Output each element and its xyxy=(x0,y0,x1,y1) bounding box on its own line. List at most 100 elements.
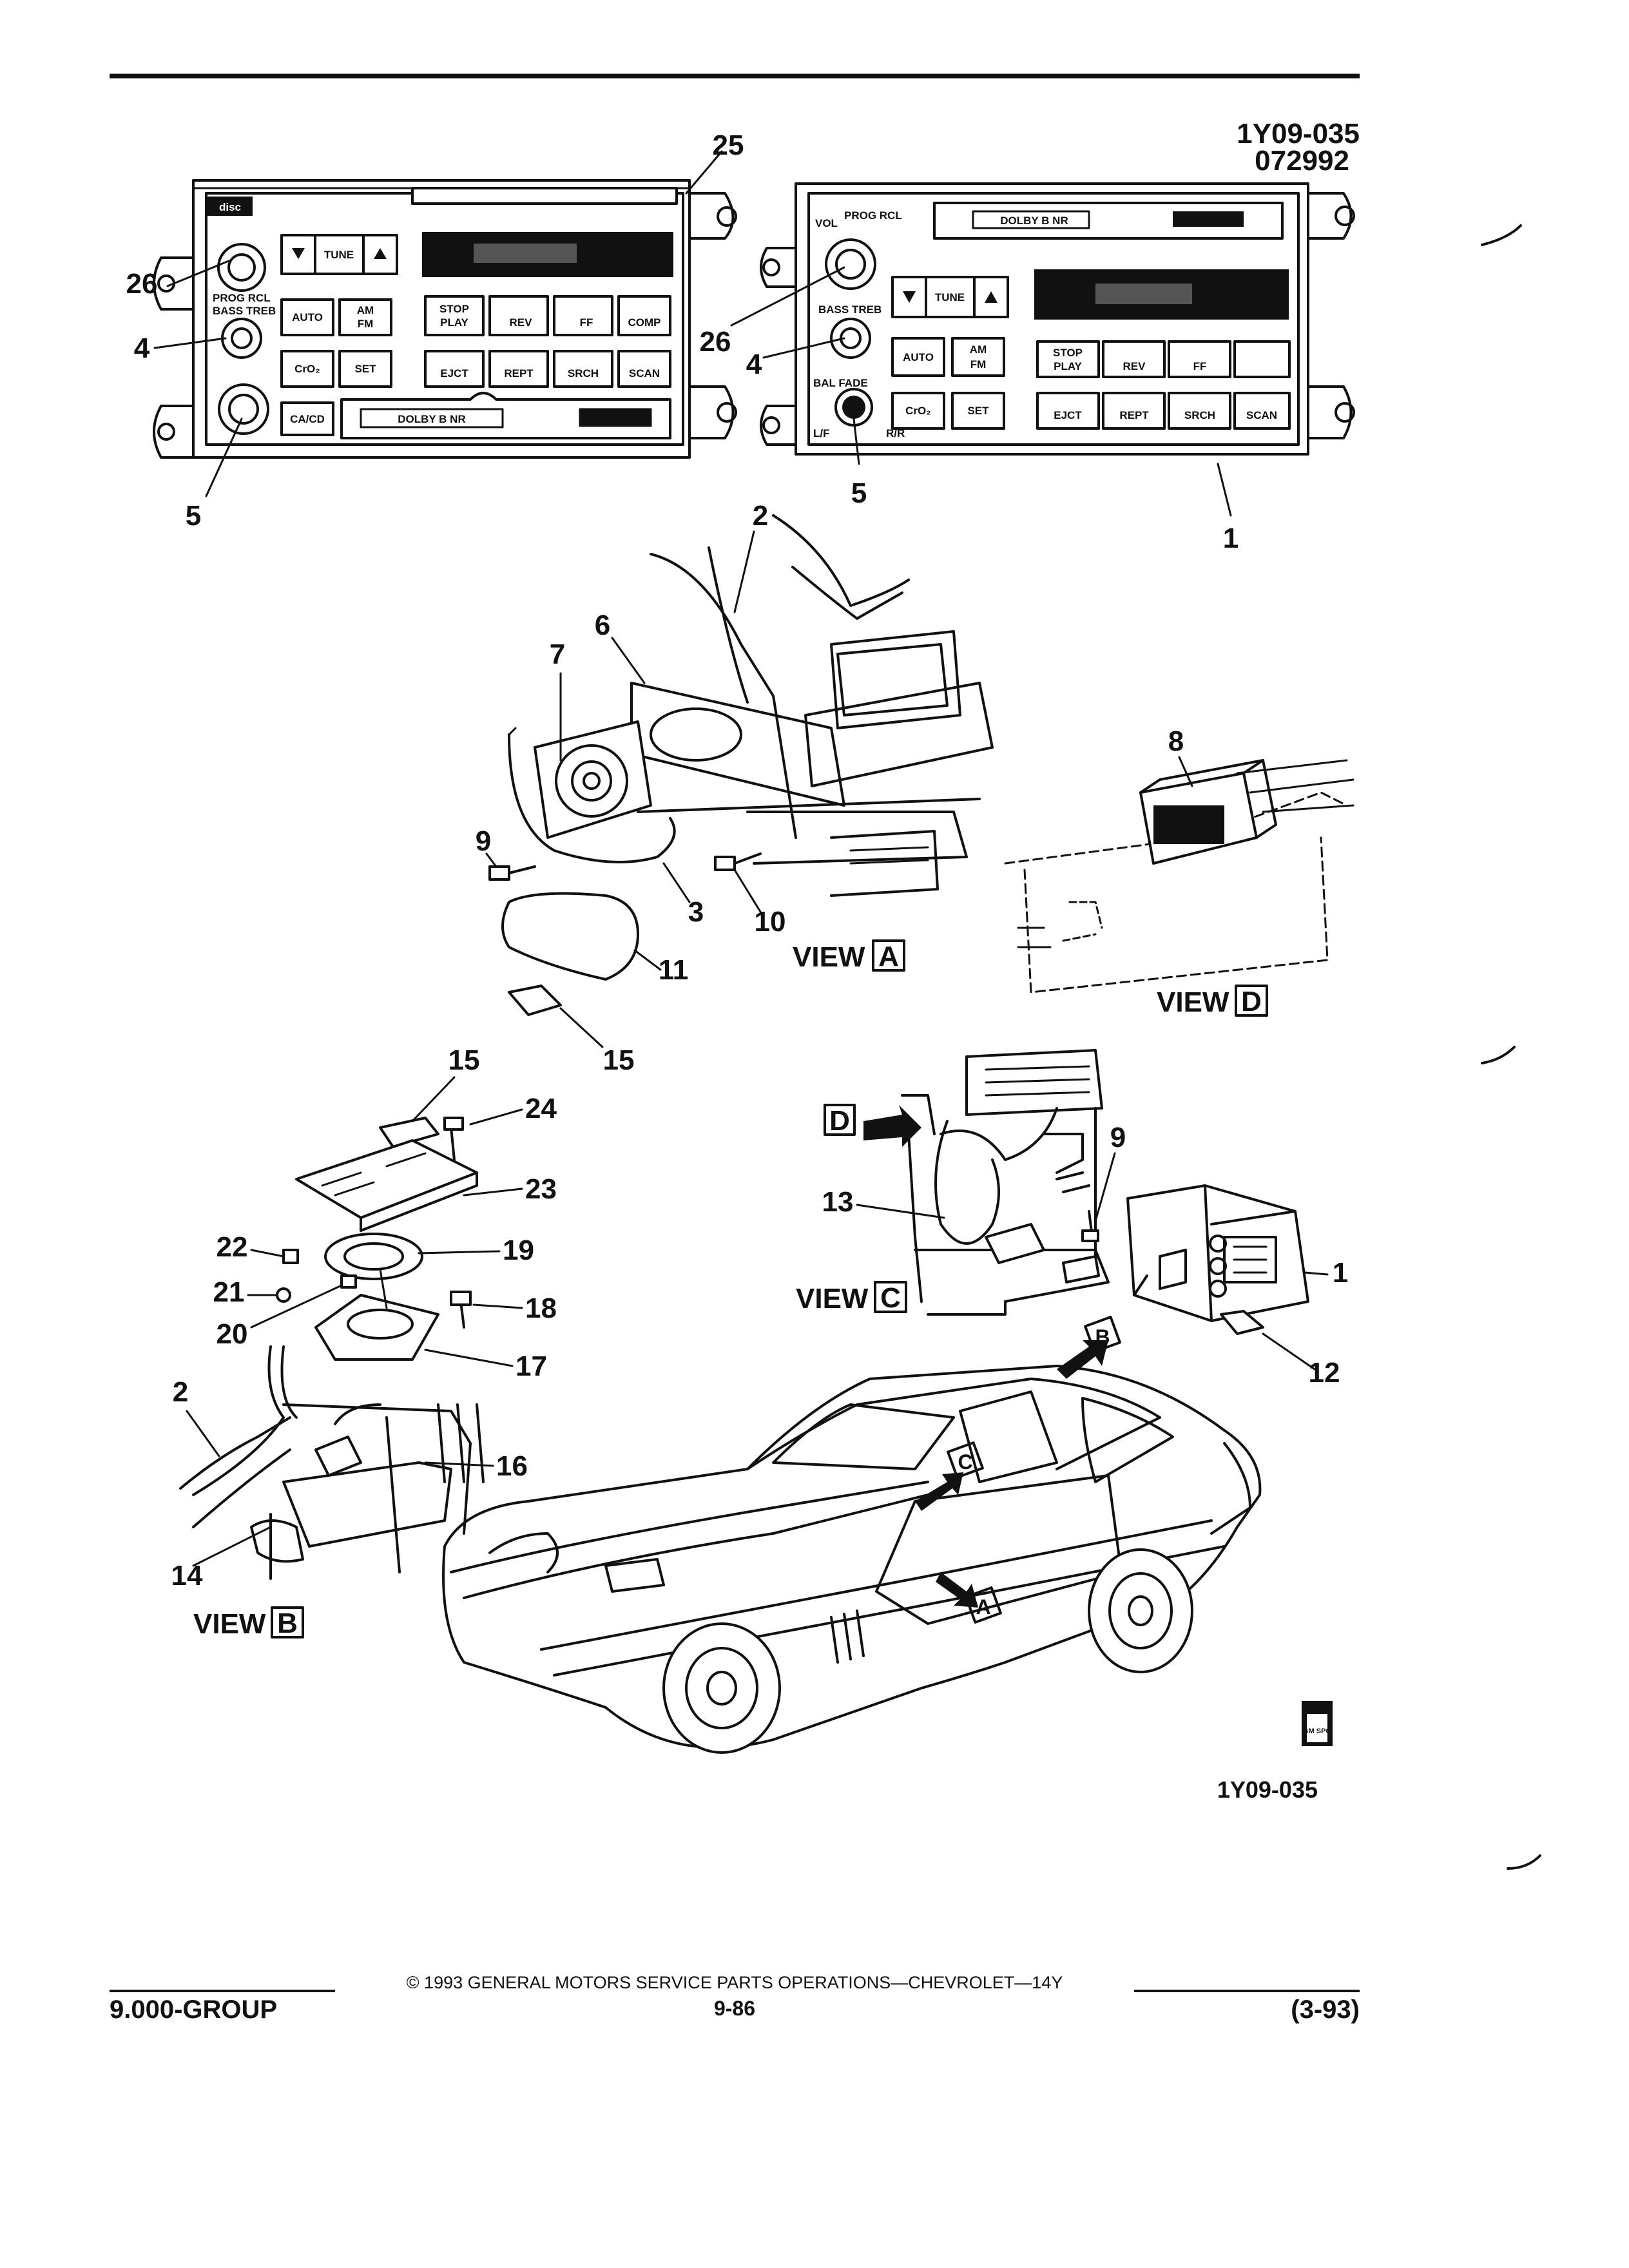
button-stop-play-right: STOP PLAY xyxy=(1036,340,1100,378)
drawing-id: 1Y09-035 xyxy=(1237,118,1360,149)
play-label-left: PLAY xyxy=(440,316,468,329)
callout-22: 22 xyxy=(217,1231,248,1263)
stop-label-left: STOP xyxy=(439,303,469,315)
button-tune-down xyxy=(280,234,316,275)
radio-assembly-part-1 xyxy=(1126,1184,1309,1322)
callout-17: 17 xyxy=(516,1350,547,1382)
bass-treb-label-left: BASS TREB xyxy=(213,305,276,317)
bal-fade-label: BAL FADE xyxy=(813,377,868,389)
auto-label-right: AUTO xyxy=(903,351,934,363)
scan-label-left: SCAN xyxy=(629,367,660,380)
button-eject-left: EJCT xyxy=(424,350,485,388)
button-cacd: CA/CD xyxy=(280,401,334,436)
am-label-right: AM xyxy=(970,343,987,356)
button-auto-right: AUTO xyxy=(891,337,945,377)
button-scan-right: SCAN xyxy=(1233,392,1291,430)
callout-25: 25 xyxy=(713,130,744,161)
callout-1-view-c: 1 xyxy=(1333,1257,1348,1289)
callout-12: 12 xyxy=(1309,1357,1340,1389)
callout-8: 8 xyxy=(1168,726,1184,757)
callout-26-right: 26 xyxy=(700,326,731,358)
callout-5-left: 5 xyxy=(186,500,201,532)
date-code: 072992 xyxy=(1255,145,1349,177)
button-rev-left: REV xyxy=(488,295,549,336)
eject-label-right: EJCT xyxy=(1054,409,1082,421)
disc-logo xyxy=(207,197,253,216)
button-tune: TUNE xyxy=(314,234,365,275)
radio-unit-left: disc PROG RCL BASS TREB TUNE AUTO AM FM … xyxy=(153,179,737,459)
button-cro2-right: CrO₂ xyxy=(891,392,945,430)
tune-label-right: TUNE xyxy=(935,291,965,303)
fader-knob-left xyxy=(218,383,269,435)
callout-4-left: 4 xyxy=(134,332,150,364)
set-label-right: SET xyxy=(967,405,989,417)
callout-9-view-c: 9 xyxy=(1110,1122,1126,1153)
rr-label: R/R xyxy=(886,427,905,439)
callout-24: 24 xyxy=(525,1093,557,1124)
callout-26-left: 26 xyxy=(126,268,158,300)
button-srch-right: SRCH xyxy=(1168,392,1231,430)
button-blank-right xyxy=(1233,340,1291,378)
play-label-right: PLAY xyxy=(1054,360,1082,372)
view-a-word: VIEW xyxy=(793,941,865,973)
button-rev-right: REV xyxy=(1102,340,1166,378)
prog-rcl-label-right: PROG RCL xyxy=(844,209,902,222)
disc-logo-text: disc xyxy=(219,201,241,213)
arrow-b-flag-letter: B xyxy=(1095,1325,1110,1349)
arrow-b xyxy=(1057,1340,1108,1379)
button-set-right: SET xyxy=(951,392,1005,430)
dolby-label-right: DOLBY B NR xyxy=(1000,215,1068,227)
button-comp: COMP xyxy=(617,295,671,336)
view-d-flag-letter: D xyxy=(829,1105,850,1137)
cacd-label: CA/CD xyxy=(290,413,325,425)
button-auto: AUTO xyxy=(280,298,334,336)
callout-20: 20 xyxy=(217,1318,248,1350)
screw-10-view-a xyxy=(714,852,762,871)
rev-label-right: REV xyxy=(1123,360,1146,372)
button-amfm: AM FM xyxy=(338,298,392,336)
callout-16: 16 xyxy=(496,1450,528,1482)
view-b-word: VIEW xyxy=(193,1608,266,1640)
button-amfm-right: AM FM xyxy=(951,337,1005,377)
view-a-door-speaker xyxy=(488,514,994,1016)
button-eject-right: EJCT xyxy=(1036,392,1100,430)
set-label-left: SET xyxy=(354,363,376,375)
button-tune-right: TUNE xyxy=(925,276,976,318)
ff-label-right: FF xyxy=(1193,360,1207,372)
fm-label-right: FM xyxy=(970,358,987,370)
view-c-radio-mount xyxy=(863,1049,1110,1316)
connector-20 xyxy=(340,1274,357,1289)
button-stop-play-left: STOP PLAY xyxy=(424,295,485,336)
gm-spo-logo-text: GM SPO xyxy=(1303,1727,1331,1735)
corvette-car xyxy=(442,1340,1262,1754)
button-scan-left: SCAN xyxy=(617,350,671,388)
gm-spo-logo: GM SPO xyxy=(1302,1701,1333,1746)
eject-label-left: EJCT xyxy=(440,367,468,380)
view-c-word: VIEW xyxy=(796,1283,869,1314)
button-cro2: CrO₂ xyxy=(280,350,334,388)
arrow-c-flag-letter: C xyxy=(958,1450,972,1474)
view-b-rear-speaker xyxy=(179,1117,485,1580)
arrow-d xyxy=(863,1105,921,1147)
callout-6: 6 xyxy=(595,610,610,641)
nut-22 xyxy=(282,1249,299,1264)
arrow-a-flag-letter: A xyxy=(976,1595,990,1619)
callout-23: 23 xyxy=(525,1173,557,1205)
rept-label-right: REPT xyxy=(1119,409,1149,421)
view-b-letter: B xyxy=(277,1608,298,1639)
connector-12 xyxy=(1220,1310,1264,1335)
dolby-label-left: DOLBY B NR xyxy=(398,413,465,425)
cro2-label-right: CrO₂ xyxy=(905,405,931,417)
srch-label-right: SRCH xyxy=(1184,409,1215,421)
washer-21 xyxy=(276,1287,291,1303)
button-tune-down-right xyxy=(891,276,927,318)
button-srch-left: SRCH xyxy=(553,350,613,388)
edge-mark-1 xyxy=(1481,224,1522,246)
callout-18: 18 xyxy=(525,1293,557,1324)
footer-revision: (3-93) xyxy=(1291,1995,1360,2024)
callout-21: 21 xyxy=(213,1276,245,1308)
callout-9-view-a: 9 xyxy=(476,825,491,857)
callout-11: 11 xyxy=(659,954,689,986)
